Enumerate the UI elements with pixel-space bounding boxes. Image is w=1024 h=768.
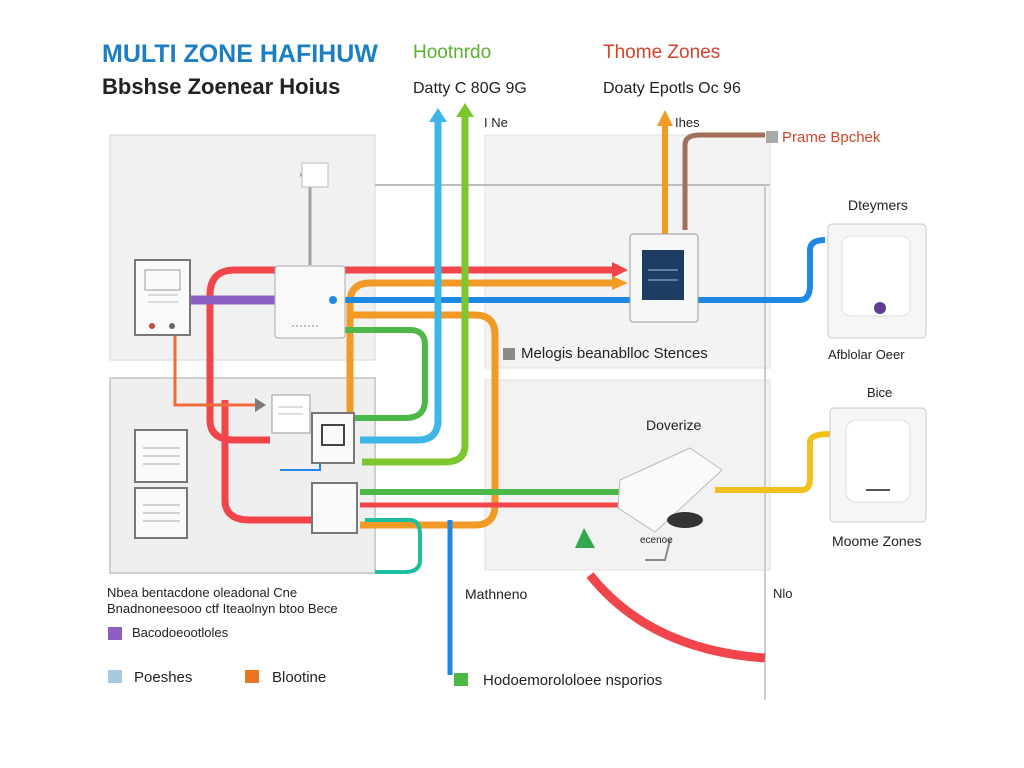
smart-controller-icon bbox=[629, 233, 699, 323]
pump-unit-icon bbox=[311, 482, 358, 534]
pipe-yellow bbox=[715, 431, 831, 493]
legend-swatch-lightblue bbox=[108, 670, 122, 683]
label-dteymers: Dteymers bbox=[848, 197, 908, 213]
zone-panel-bottom-right bbox=[484, 379, 771, 571]
label-afblolar-oeer: Afblolar Oeer bbox=[828, 347, 905, 362]
arrow-green-up-icon bbox=[575, 528, 595, 548]
pipe-grey-device bbox=[645, 539, 671, 561]
column-title-thome-zones: Thome Zones bbox=[603, 42, 721, 63]
main-title: MULTI ZONE HAFIHUW bbox=[102, 40, 378, 68]
pipe-orange-down bbox=[350, 311, 499, 529]
label-bice: Bice bbox=[867, 385, 893, 400]
pipe-lightblue-up bbox=[360, 120, 442, 444]
label-prame-bpchek: Prame Bpchek bbox=[782, 129, 881, 146]
legend-swatch-green bbox=[454, 673, 468, 686]
manifold-unit-icon bbox=[134, 429, 188, 539]
label-ise-right: Ihes bbox=[675, 115, 700, 130]
legend-swatch-purple bbox=[108, 627, 122, 640]
arrow-lightblue-up-icon bbox=[429, 108, 447, 122]
legend-label-lightblue: Poeshes bbox=[134, 669, 193, 686]
arrow-orange-right-icon bbox=[612, 276, 628, 290]
arrow-red-right-icon bbox=[612, 262, 628, 278]
label-moome-zones: Moome Zones bbox=[832, 533, 922, 549]
water-heater-bottom-right-icon bbox=[829, 407, 927, 523]
pipe-lime-up bbox=[362, 115, 469, 466]
pipe-green-loop bbox=[345, 327, 428, 421]
arrow-lime-up-icon bbox=[456, 103, 474, 117]
column-subtitle-thome-zones: Doaty Epotls Oc 96 bbox=[603, 80, 741, 97]
thermostat-wall-icon bbox=[301, 162, 329, 188]
hub-device-icon bbox=[617, 447, 723, 533]
label-mathneno: Mathneno bbox=[465, 586, 528, 602]
label-doverize: Doverize bbox=[646, 417, 702, 433]
label-melogis: Melogis beanablloc Stences bbox=[521, 345, 708, 362]
control-panel-main-icon bbox=[274, 265, 346, 339]
label-cenoe: ecenoe bbox=[640, 535, 673, 546]
legend-label-orange: Blootine bbox=[272, 669, 327, 686]
pipe-blue-main bbox=[340, 237, 826, 303]
legend-label-purple: Bacodoeootloles bbox=[132, 625, 229, 640]
water-heater-top-right-icon bbox=[827, 223, 927, 339]
melogis-swatch bbox=[503, 348, 515, 360]
pipe-orange-left bbox=[173, 335, 262, 407]
prame-bpchek-swatch bbox=[766, 131, 778, 143]
pipe-red-curve bbox=[586, 572, 766, 663]
note-line-1: Nbea bentacdone oleadonal Cne bbox=[107, 585, 298, 600]
label-ise-left: I Ne bbox=[484, 115, 508, 130]
pipe-brown bbox=[682, 132, 765, 230]
column-subtitle-hootnrdo: Datty C 80G 9G bbox=[413, 80, 527, 97]
pipe-red-loop-lower bbox=[221, 400, 320, 524]
note-line-2: Bnadnoneesooo ctf Iteaolnyn btoo Bece bbox=[107, 601, 338, 616]
zone-panel-top-right bbox=[484, 134, 771, 369]
arrow-grey-right-icon bbox=[255, 398, 266, 412]
legend-label-green: Hodoemorololoee nsporios bbox=[483, 672, 663, 689]
boiler-unit-left-icon bbox=[134, 259, 191, 336]
column-title-hootnrdo: Hootnrdo bbox=[413, 42, 492, 63]
zone-valve-icon bbox=[271, 394, 355, 464]
arrow-orange-up-icon bbox=[657, 110, 673, 126]
legend-swatch-orange bbox=[245, 670, 259, 683]
pipe-teal bbox=[365, 518, 422, 574]
main-subtitle: Bbshse Zoenear Hoius bbox=[102, 74, 341, 99]
label-nlo: Nlo bbox=[773, 586, 793, 601]
